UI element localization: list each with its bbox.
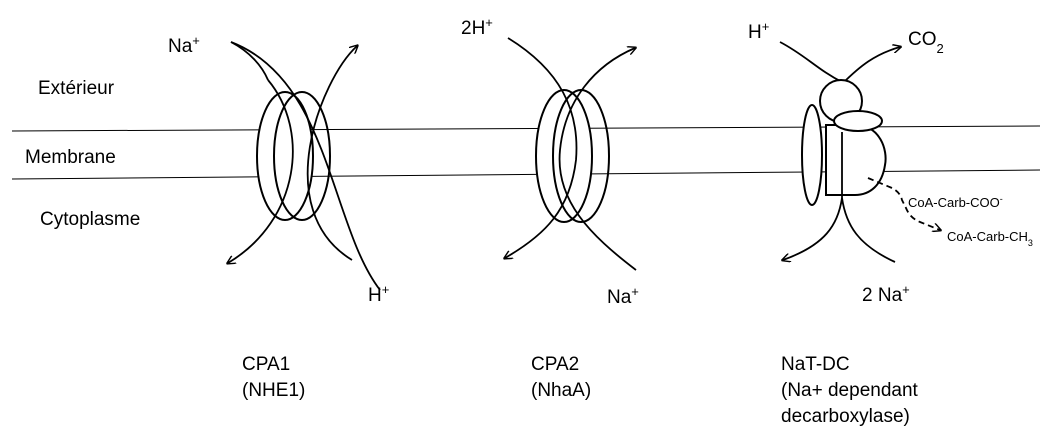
natdc-left-helix [801,104,823,206]
natdc-na-arrow-right [841,197,896,263]
natdc-product: CO2 [908,29,944,56]
cpa2-name-line-1: CPA2 [531,354,580,375]
membrane-label: Membrane [25,147,116,168]
natdc-substrate: CoA-Carb-COO- [908,194,1003,210]
natdc-ion-in: 2 Na+ [862,282,910,307]
natdc-name-line-3: decarboxylase) [781,406,910,427]
cpa2-ion-in: Na+ [607,284,639,309]
natdc-mid-subunit [833,110,883,132]
membrane-outer-line [11,125,1041,132]
cpa1-ion-out: Na+ [168,33,200,58]
natdc-product-in: CoA-Carb-CH3 [947,229,1033,248]
cpa1-pore-right [273,91,331,221]
cpa1-h-arrow [313,45,380,290]
cytoplasm-label: Cytoplasme [40,209,140,230]
cpa1-name-line-2: (NHE1) [242,380,306,401]
natdc-na-arrow-left [783,197,843,260]
natdc-transporter: H+ CO2 CoA-Carb-COO- CoA-Carb-CH3 2 Na+ [748,19,1033,307]
natdc-h-arrow [779,41,843,83]
cpa2-pore-left [535,89,593,223]
natdc-name-line-2: (Na+ dependant [781,380,918,401]
cpa1-name: CPA1 (NHE1) [242,352,305,404]
cpa2-name: CPA2 (NhaA) [531,352,591,404]
cpa2-ion-out: 2H+ [461,15,493,40]
natdc-ion-out: H+ [748,19,769,44]
natdc-name-line-1: NaT-DC [781,354,850,375]
cpa1-transporter: Na+ H+ [168,33,389,307]
cpa1-name-line-1: CPA1 [242,354,291,375]
cpa1-na-arrow [230,41,381,291]
cpa2-h-arrow [505,37,578,258]
natdc-co2-arrow [841,47,900,85]
cpa1-ion-in: H+ [368,282,389,307]
cpa2-name-line-2: (NhaA) [531,380,592,401]
cpa1-na-arrow-out [228,79,294,263]
natdc-body [825,124,887,196]
cpa1-pore-left [256,91,314,221]
membrane-inner-line [11,169,1041,180]
cpa1-h-arrow-in [306,46,357,261]
cpa1-na-tail [230,41,269,81]
cpa2-na-arrow [558,48,636,271]
exterior-label: Extérieur [38,78,115,99]
natdc-name: NaT-DC (Na+ dependant decarboxylase) [781,352,918,430]
cpa2-transporter: 2H+ Na+ [461,15,639,309]
